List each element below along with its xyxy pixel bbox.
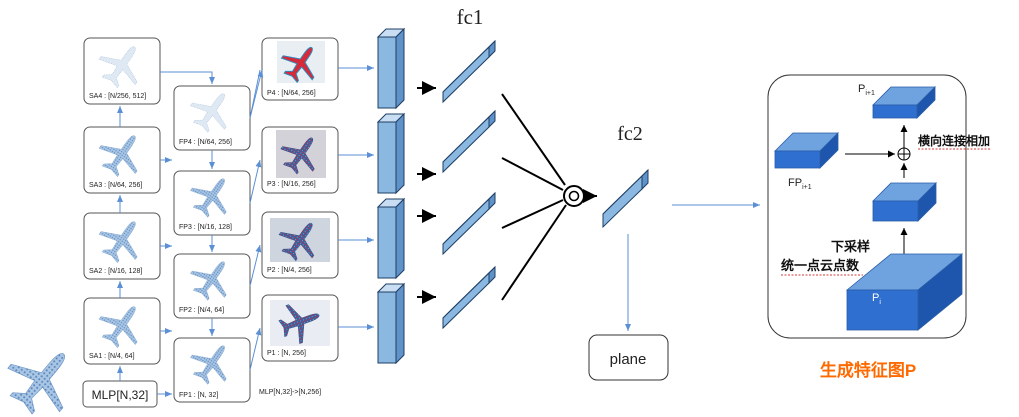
feature-slab-3 [376, 112, 406, 195]
p1-box: P1 : [N, 256] [261, 294, 339, 362]
feature-slab-1 [376, 282, 406, 365]
lateral-connection-label: 横向连接相加 [918, 133, 990, 148]
sa2-box: SA2 : [N/16, 128] [83, 208, 161, 280]
unify-points-label: 统一点云点数 [781, 258, 860, 273]
plane-output-label: plane [610, 351, 647, 368]
mlp-input-label: MLP[N,32] [92, 388, 149, 402]
mlp-input-box: MLP[N,32] [82, 380, 158, 408]
fp2-label: FP2 : [N/4, 64] [179, 307, 224, 314]
p2-box: P2 : [N/4, 256] [261, 211, 339, 279]
left-network: MLP[N,32] SA1 : [N/4, 64] SA2 : [N/16, 1… [0, 33, 374, 417]
sa4-label: SA4 : [N/256, 512] [89, 93, 146, 100]
sa1-box: SA1 : [N/4, 64] [83, 293, 161, 365]
p2-label: P2 : [N/4, 256] [267, 267, 312, 274]
sa4-box: SA4 : [N/256, 512] [83, 33, 161, 105]
downsample-label: 下采样 [831, 239, 870, 254]
feature-map-title: 生成特征图P [820, 360, 916, 380]
fp-next-label: FPi+1 [788, 177, 812, 191]
fp2-box: FP2 : [N/4, 64] [173, 249, 251, 319]
fp4-box: FP4 : [N/64, 256] [173, 81, 251, 151]
feature-slab-2 [376, 197, 406, 280]
p-i-block [845, 253, 964, 331]
fc2-bar [602, 168, 649, 229]
fc1-label: fc1 [457, 5, 484, 29]
mlp-transform-label: MLP[N,32]->[N,256] [259, 389, 321, 396]
p-next-label: Pi+1 [858, 83, 875, 97]
sa3-label: SA3 : [N/64, 256] [89, 182, 142, 189]
plane-output-box: plane [588, 334, 669, 381]
fp1-box: FP1 : [N, 32] [173, 333, 251, 403]
fc1-bar-4 [442, 39, 496, 104]
p3-box: P3 : [N/16, 256] [261, 126, 339, 194]
fc1-bar-3 [442, 109, 496, 174]
fc1-bar-2 [442, 191, 496, 256]
fp1-label: FP1 : [N, 32] [179, 392, 218, 399]
fc1-bar-1 [442, 265, 496, 330]
fp3-label: FP3 : [N/16, 128] [179, 224, 232, 231]
downsampled-block [872, 182, 937, 222]
p4-label: P4 : [N/64, 256] [267, 90, 316, 97]
sa2-label: SA2 : [N/16, 128] [89, 268, 142, 275]
p1-label: P1 : [N, 256] [267, 350, 306, 357]
sa1-label: SA1 : [N/4, 64] [89, 353, 135, 360]
fp-next-block [774, 132, 839, 169]
fp4-label: FP4 : [N/64, 256] [179, 139, 232, 146]
fc2-label: fc2 [617, 123, 643, 145]
p4-box: P4 : [N/64, 256] [261, 36, 339, 101]
feature-pyramid-panel: Pi+1 横向连接相加 FPi+1 [767, 74, 990, 380]
fc1-to-concat-lines [501, 93, 567, 301]
left-network-connections [117, 65, 374, 397]
p3-label: P3 : [N/16, 256] [267, 181, 316, 188]
p-i-label: Pi [872, 292, 881, 306]
fp3-box: FP3 : [N/16, 128] [173, 166, 251, 236]
p-next-block [872, 86, 936, 119]
head-network: fc1 [376, 5, 760, 381]
add-operator-icon [897, 147, 911, 161]
sa3-box: SA3 : [N/64, 256] [83, 122, 161, 194]
input-point-cloud-image [0, 331, 91, 417]
concat-operator-icon [563, 185, 585, 207]
feature-slab-4 [376, 27, 406, 110]
